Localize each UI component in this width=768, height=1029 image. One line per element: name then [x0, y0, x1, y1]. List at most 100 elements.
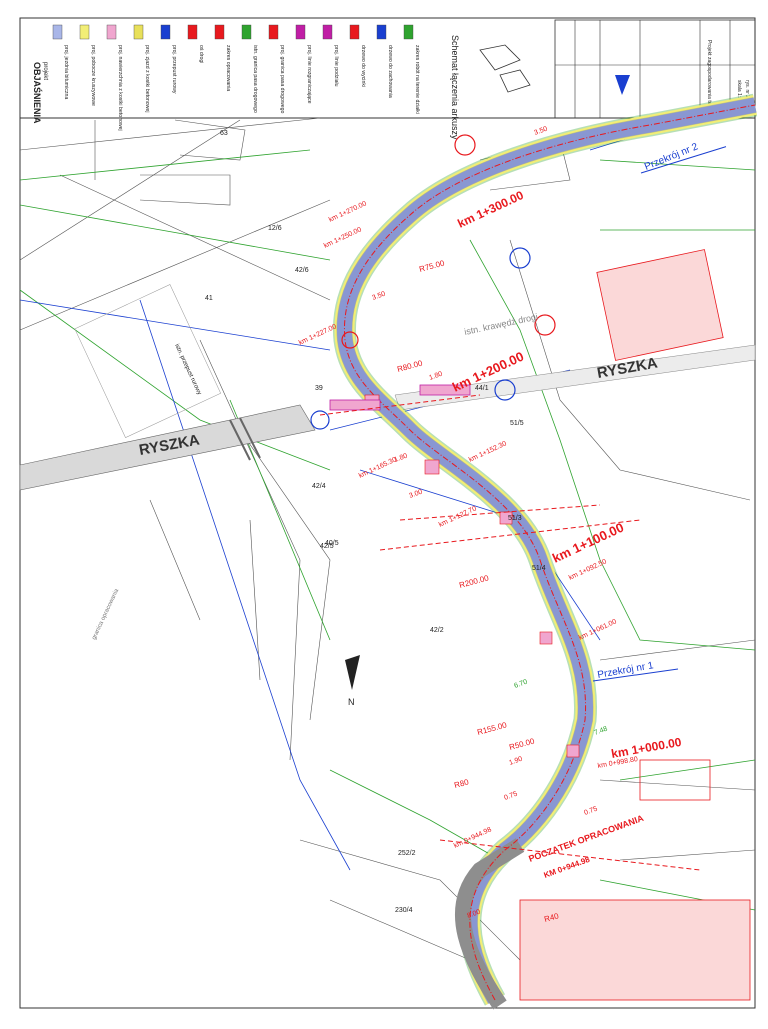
- station-label: km 1+100.00: [550, 520, 626, 566]
- legend-item-label: proj. nawierzchnia z kostki betonowej: [117, 45, 123, 131]
- culvert: [329, 399, 381, 411]
- parcel-number: 51/4: [532, 565, 546, 572]
- tree-to-keep-icon: [494, 379, 516, 401]
- parcel-number: 42/4: [312, 483, 326, 490]
- start-note: granica opracowania: [91, 588, 120, 641]
- station-label: km 1+300.00: [455, 188, 526, 231]
- parcel-number: 42/5: [320, 543, 334, 550]
- width-dimension: 6.70: [513, 679, 528, 690]
- curve-radius-label: R75.00: [418, 258, 446, 274]
- culvert: [419, 384, 471, 396]
- sheet-border: [19, 17, 756, 1009]
- title-line-2: skala 1:500: [736, 80, 742, 106]
- station-label: km 1+092.50: [568, 558, 608, 582]
- legend-swatch: [376, 24, 387, 40]
- tree-to-keep-icon: [310, 410, 330, 430]
- company-logo-icon: [615, 75, 630, 95]
- legend-item-label: proj. zjazd z kostki betonowej: [144, 45, 150, 112]
- station-label: km 1+227.00: [298, 323, 338, 347]
- legend-panel: OBJAŚNIENIA projekt proj. jezdnia bitumi…: [20, 19, 756, 140]
- legend-item-label: zakres opracowania: [225, 45, 231, 91]
- station-label: km 1+061.00: [578, 618, 618, 642]
- title-line-3: rys. nr 2: [744, 80, 750, 98]
- station-label: km 0+944.98: [453, 826, 493, 850]
- curve-radius-label: R50.00: [508, 736, 536, 752]
- legend-swatch: [214, 24, 225, 40]
- station-label: km 1+270.00: [328, 200, 368, 224]
- legend-swatch: [403, 24, 414, 40]
- legend-item-label: proj. pobocze kruszywowe: [90, 45, 96, 106]
- cross-section-label: Przekrój nr 1: [597, 660, 655, 681]
- note-boxes: [519, 249, 751, 1001]
- legend-item-label: drzewo do zachowania: [387, 45, 393, 98]
- width-dimension: 7.48: [593, 726, 608, 737]
- width-dimension: 1.90: [508, 756, 523, 767]
- curve-radius-label: R155.00: [476, 720, 508, 737]
- proposed-division-lines: [319, 394, 701, 871]
- legend-swatch: [268, 24, 279, 40]
- title-block: Projekt zagospodarowania terenu skala 1:…: [554, 19, 756, 119]
- legend-item-label: proj. linie podziału: [333, 45, 339, 87]
- width-dimension: 8.00: [466, 909, 481, 920]
- parcel-number: 51/3: [508, 515, 522, 522]
- legend-item-label: drzewo do wycinki: [360, 45, 366, 87]
- legend-swatch: [322, 24, 333, 40]
- curve-radius-label: R80.00: [396, 358, 424, 374]
- title-line-1: Projekt zagospodarowania terenu: [706, 40, 712, 115]
- trees: [310, 134, 556, 430]
- station-label: km 1+250.00: [323, 226, 363, 250]
- legend-swatch: [241, 24, 252, 40]
- legend-swatch: [79, 24, 90, 40]
- parcel-number: 230/4: [395, 907, 413, 914]
- station-label: km 1+000.00: [610, 735, 683, 761]
- north-arrow-letter: N: [348, 697, 355, 707]
- parcel-number: 252/2: [398, 850, 416, 857]
- legend-item-label: proj. jezdnia bitumiczna: [63, 45, 69, 99]
- existing-road-south: [455, 838, 525, 1010]
- parcel-number: 12/6: [268, 225, 282, 232]
- legend-swatch: [187, 24, 198, 40]
- curve-radius-label: R200.00: [458, 573, 490, 590]
- width-dimension: 3.50: [533, 126, 548, 137]
- legend-item-label: istn. granica pasa drogowego: [252, 45, 258, 113]
- parcel-number: 42/2: [430, 627, 444, 634]
- legend-swatch: [106, 24, 117, 40]
- legend-items: proj. jezdnia bitumiczna proj. pobocze kr…: [52, 24, 420, 131]
- legend-item-label: zakres robót na terenie działki: [414, 45, 420, 114]
- parcel-number: 39: [315, 385, 323, 392]
- width-dimension: 1.80: [428, 371, 443, 382]
- parcel-number: 44/1: [475, 385, 489, 392]
- parcel-number: 40/5: [325, 540, 339, 547]
- legend-item-label: proj. granica pasa drogowego: [279, 45, 285, 113]
- legend-swatch: [52, 24, 63, 40]
- curve-radius-label: R80: [453, 777, 470, 790]
- parcel-number: 42/6: [295, 267, 309, 274]
- sheet-schema-title: Schemat łączenia arkuszy: [450, 35, 460, 140]
- parcel-number: 41: [205, 295, 213, 302]
- tree-to-keep-icon: [509, 247, 531, 269]
- parcel-number: 63: [220, 130, 228, 137]
- existing-edge-label: istn. krawędź drogi: [463, 312, 538, 337]
- legend-swatch: [349, 24, 360, 40]
- tree-to-remove-icon: [341, 331, 359, 349]
- start-of-work-km: KM 0+944.98: [543, 855, 592, 880]
- legend-item-label: proj. linie rozgraniczające: [306, 45, 312, 104]
- driveway: [424, 459, 440, 475]
- road-axis: [343, 104, 756, 1001]
- legend-swatch: [160, 24, 171, 40]
- legend-swatch: [295, 24, 306, 40]
- legend-swatch: [133, 24, 144, 40]
- width-dimension: 1.80: [393, 453, 408, 464]
- width-dimension: 0.75: [583, 806, 598, 817]
- width-dimension: 0.75: [503, 791, 518, 802]
- station-label: km 1+152.30: [468, 440, 508, 464]
- legend-item-label: proj. przepust rurowy: [171, 45, 177, 94]
- designed-road: [329, 93, 758, 1010]
- culvert-note: istn. przepust rurowy: [173, 343, 202, 396]
- north-arrow-icon: N: [345, 655, 360, 707]
- station-label: km 1+165.30: [358, 456, 398, 480]
- legend-subtitle: projekt: [42, 62, 48, 80]
- legend-item-label: oś drogi: [198, 45, 204, 63]
